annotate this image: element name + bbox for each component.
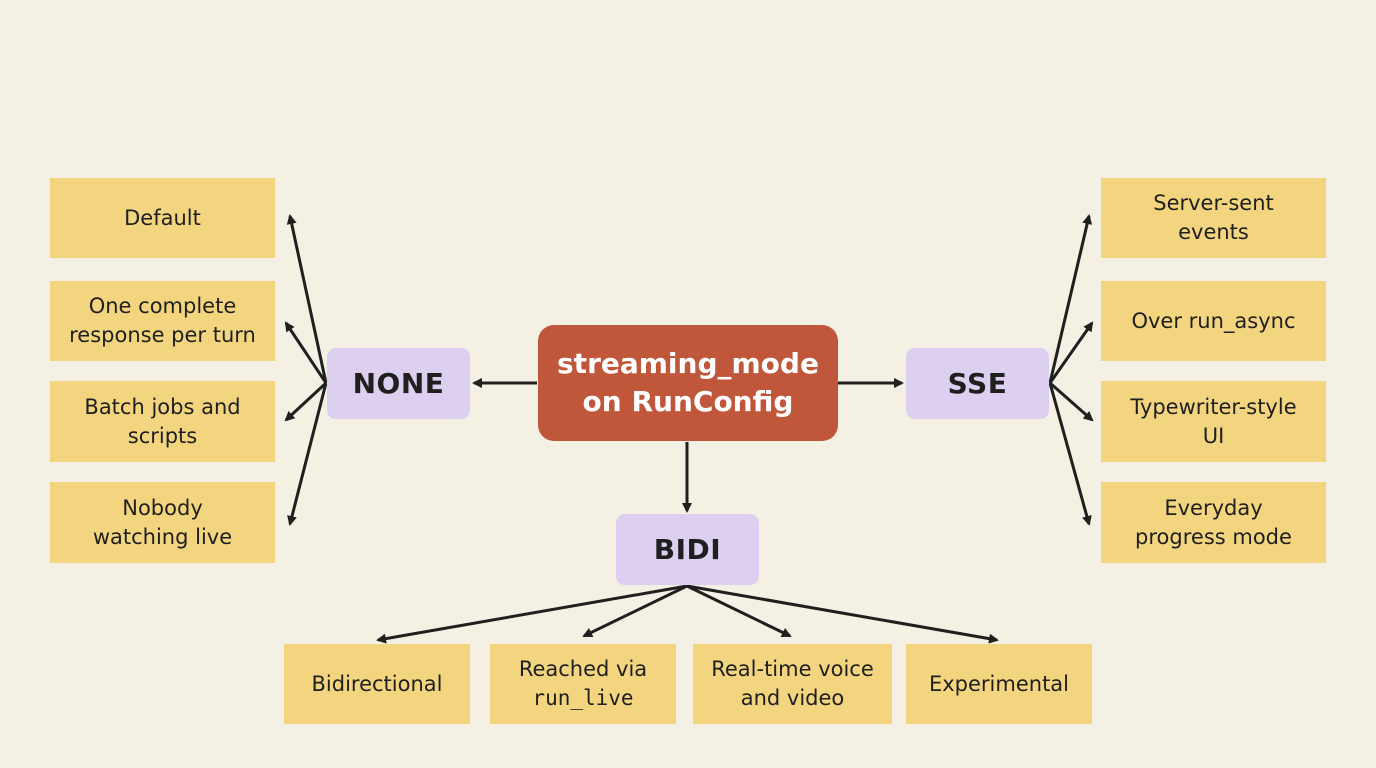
edge-bidi-to-realtime — [686, 584, 792, 638]
bidi-leaf-reached-via-run-live: Reached via run_live — [490, 644, 676, 724]
bidi-leaf-experimental: Experimental — [906, 644, 1092, 724]
edge-sse-to-run-async — [1048, 321, 1094, 384]
bidi-leaf-run-live-code: run_live — [532, 686, 634, 710]
sse-leaf-server-sent-events: Server-sent events — [1101, 178, 1326, 258]
edge-none-to-nobody-watching — [287, 382, 328, 526]
edge-none-to-default — [286, 214, 328, 384]
sse-leaf-over-run-async: Over run_async — [1101, 281, 1326, 361]
mode-node-sse: SSE — [906, 348, 1049, 419]
sse-leaf-everyday-progress: Everyday progress mode — [1101, 482, 1326, 563]
bidi-leaf-reached-via-text: Reached via — [518, 657, 648, 681]
bidi-leaf-real-time-voice-video: Real-time voice and video — [693, 644, 892, 724]
edge-none-to-batch-jobs — [284, 381, 328, 422]
none-leaf-nobody-watching: Nobody watching live — [50, 482, 275, 563]
bidi-leaf-bidirectional: Bidirectional — [284, 644, 470, 724]
edge-bidi-to-bidirectional — [376, 584, 688, 644]
mode-node-none: NONE — [327, 348, 470, 419]
sse-leaf-typewriter-ui: Typewriter-style UI — [1101, 381, 1326, 462]
mode-node-bidi: BIDI — [616, 514, 759, 585]
edge-bidi-to-experimental — [686, 584, 999, 644]
edge-none-to-one-complete — [284, 321, 328, 384]
edge-bidi-to-run-live — [582, 584, 688, 638]
none-leaf-one-complete-response: One complete response per turn — [50, 281, 275, 361]
none-leaf-batch-jobs: Batch jobs and scripts — [50, 381, 275, 462]
edge-sse-to-typewriter — [1049, 381, 1094, 422]
edge-sse-to-everyday — [1048, 382, 1092, 526]
center-node-streaming-mode: streaming_mode on RunConfig — [538, 325, 838, 441]
none-leaf-default: Default — [50, 178, 275, 258]
edge-sse-to-server-sent — [1048, 214, 1093, 384]
